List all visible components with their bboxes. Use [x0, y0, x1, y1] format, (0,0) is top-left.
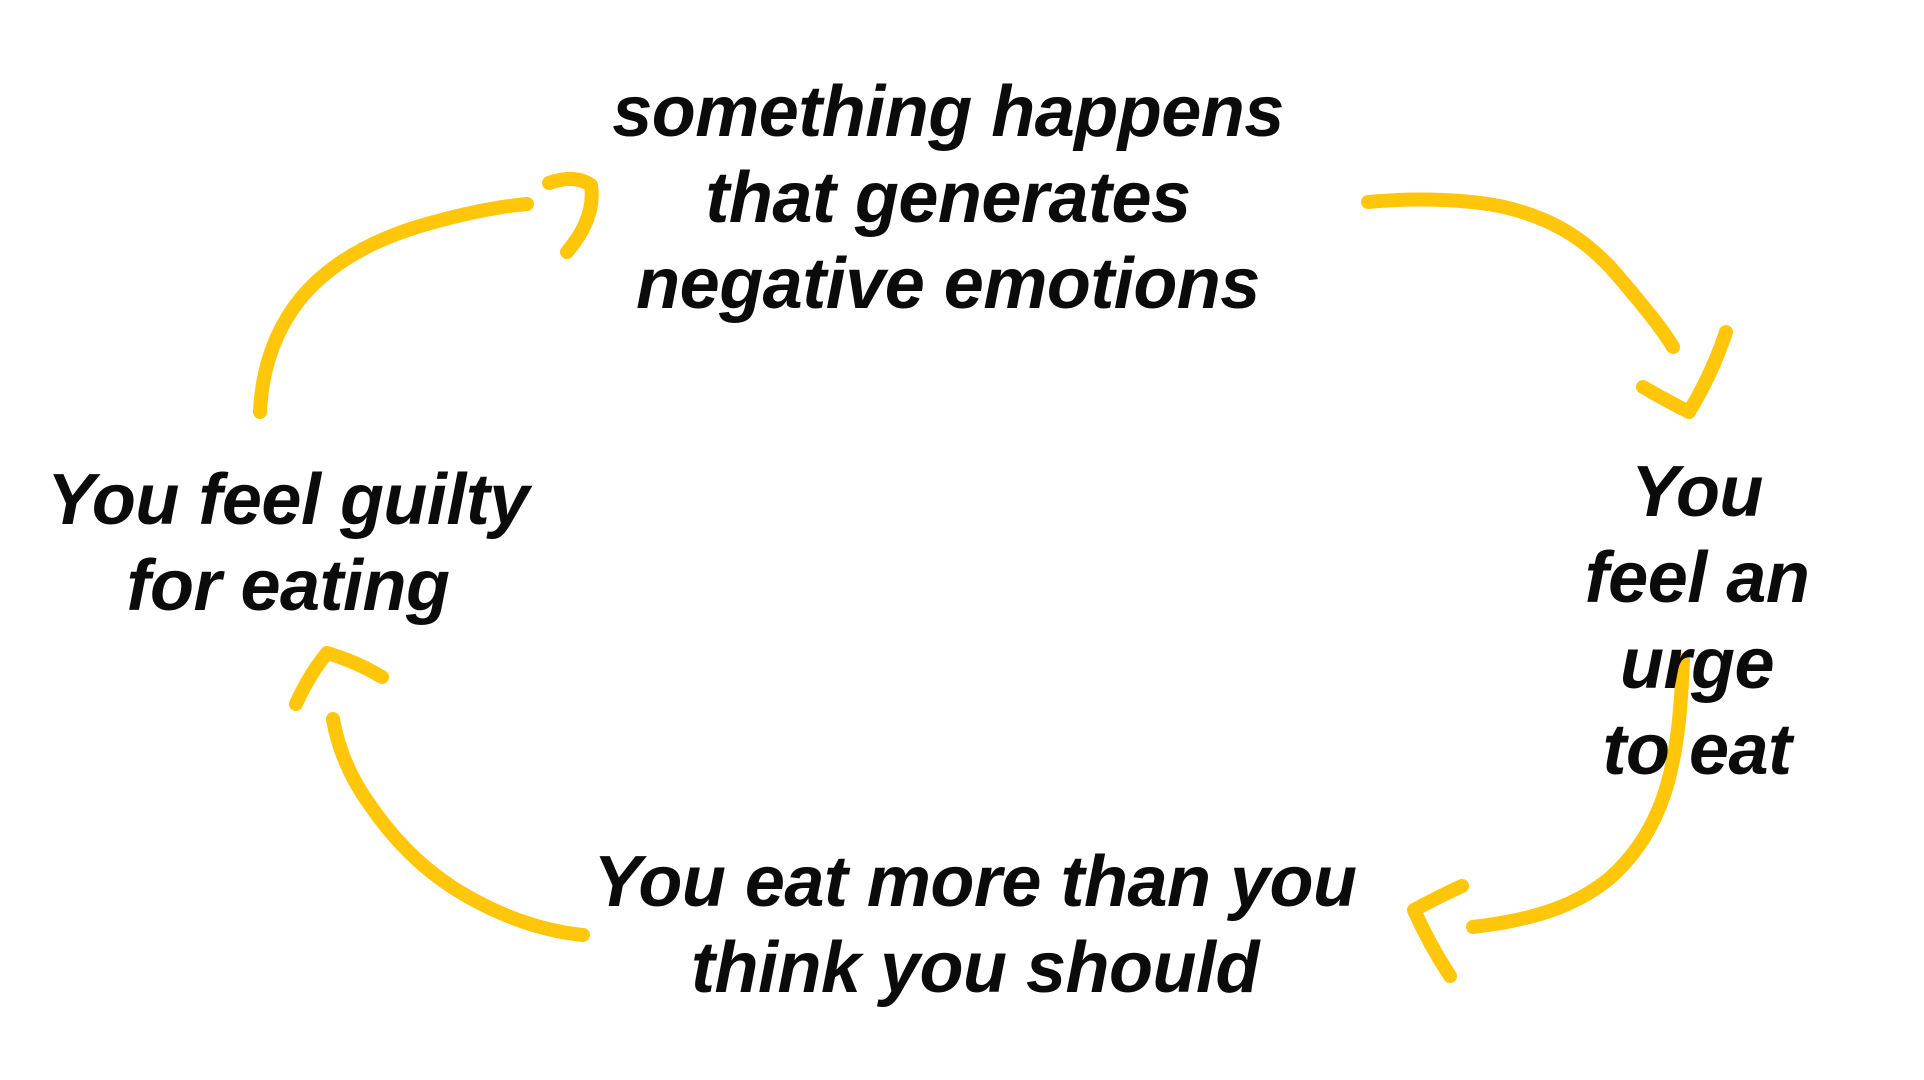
node-guilt-label: You feel guilty for eating	[47, 460, 529, 626]
arrow-guilt-to-trigger-line	[253, 197, 534, 419]
arrow-guilt-to-trigger	[253, 172, 599, 419]
arrow-trigger-to-urge-head-icon	[1636, 325, 1733, 419]
arrow-urge-to-overeat-head-icon	[1407, 879, 1469, 983]
arrow-guilt-to-trigger-head-icon	[542, 172, 599, 259]
node-trigger-label: something happens that generates negativ…	[612, 72, 1284, 324]
arrow-urge-to-overeat	[1407, 653, 1690, 983]
arrow-overeat-to-guilt-head-icon	[289, 646, 389, 711]
node-urge-label: You feel an urge to eat	[1584, 452, 1810, 790]
arrow-trigger-to-urge	[1361, 192, 1733, 419]
arrow-overeat-to-guilt	[289, 646, 590, 942]
arrow-overeat-to-guilt-line	[326, 712, 590, 942]
node-overeat-label: You eat more than you think you should	[593, 842, 1357, 1008]
arrow-urge-to-overeat-line	[1466, 653, 1690, 934]
arrow-trigger-to-urge-line	[1361, 192, 1680, 354]
